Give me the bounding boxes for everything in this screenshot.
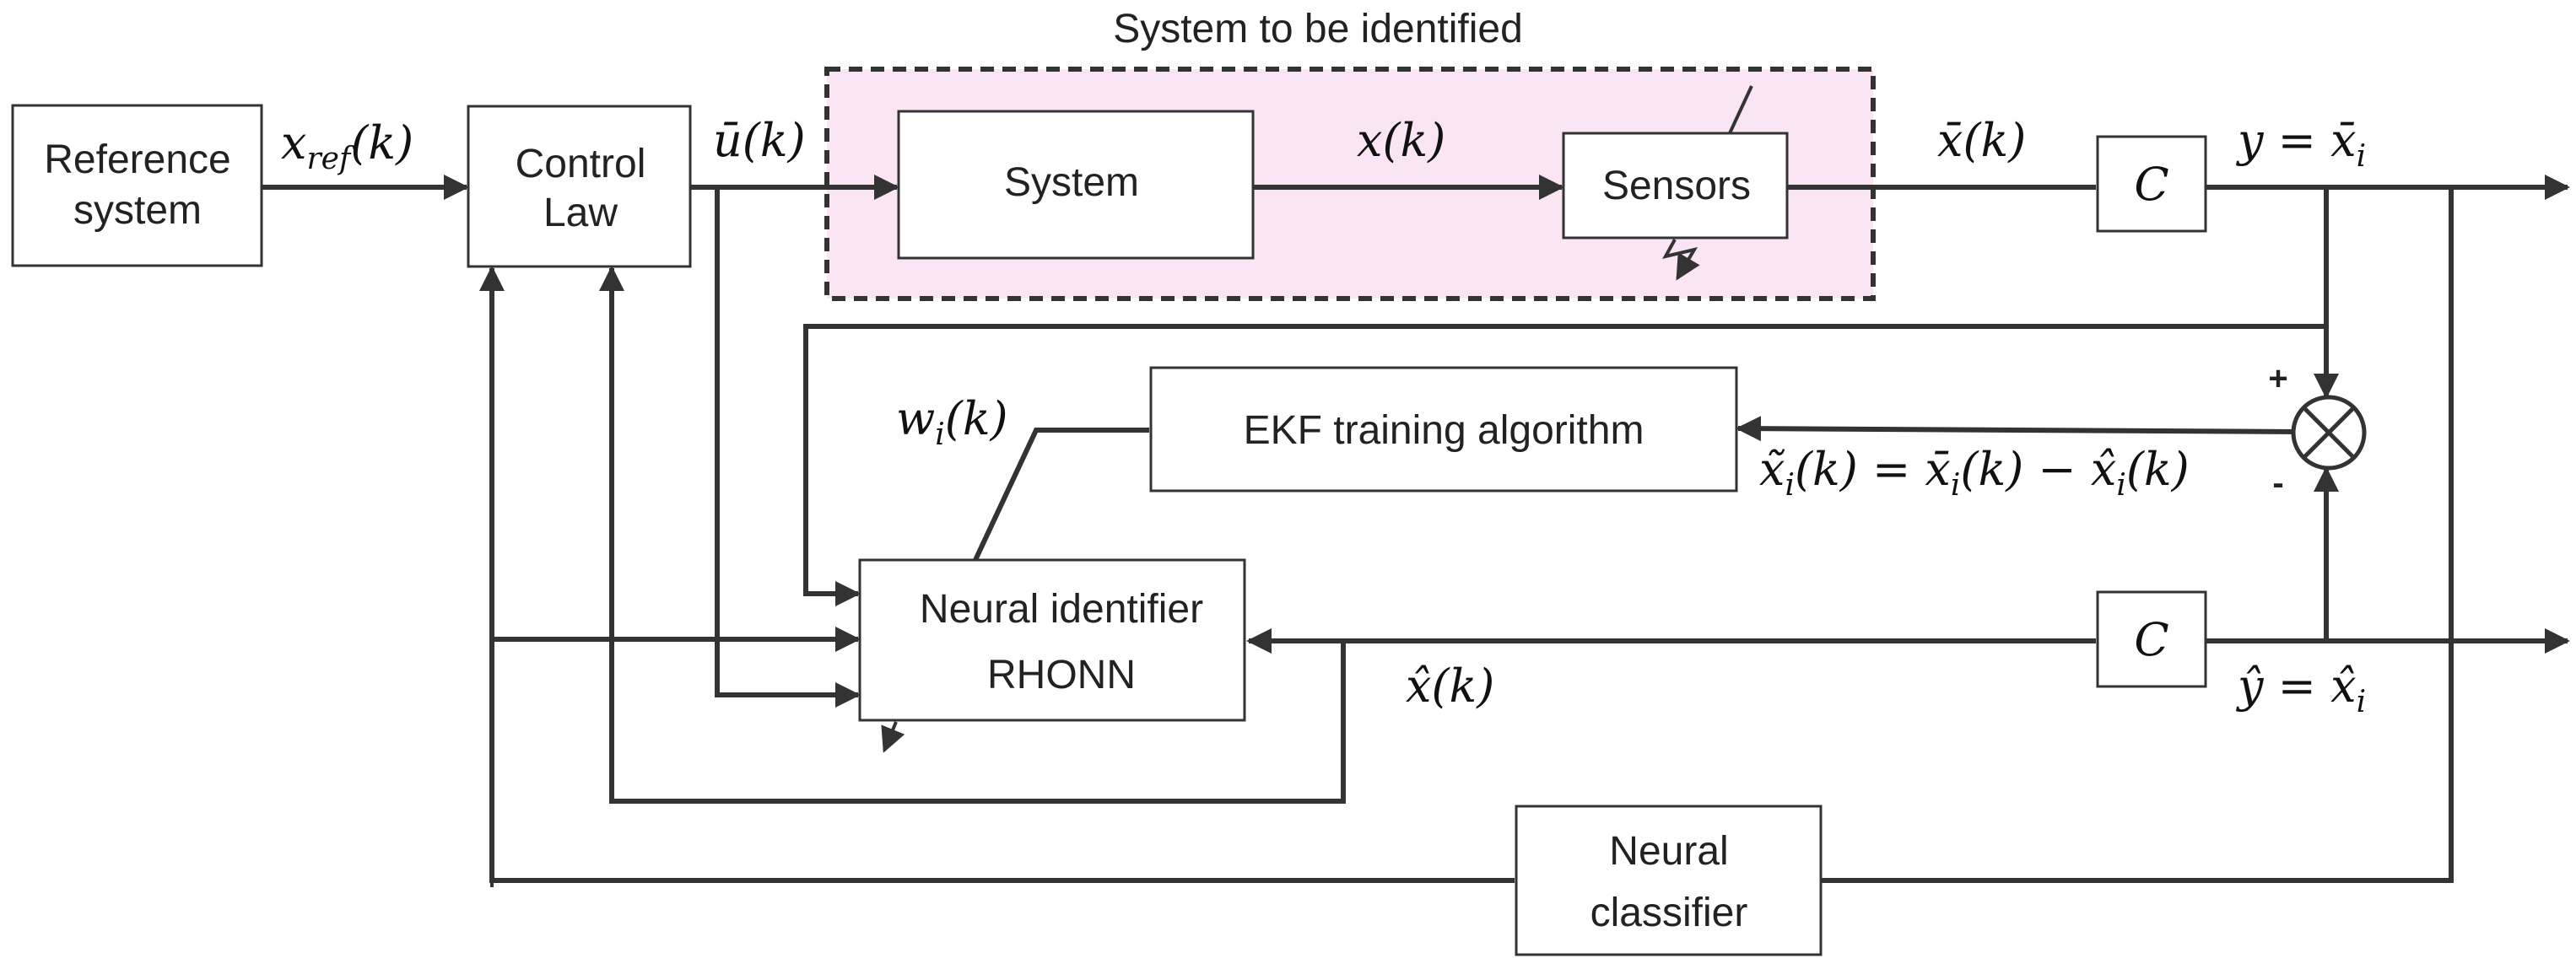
svg-text:Neural: Neural [1609,829,1728,874]
svg-text:classifier: classifier [1590,891,1748,935]
summer-plus-sign: + [2268,360,2287,397]
svg-text:System: System [1004,160,1139,205]
c-block-top: C [2096,135,2207,233]
neural-identifier-block: Neural identifier RHONN [858,558,1246,753]
ekf-block: EKF training algorithm [1149,366,1738,493]
wire-y-to-classifier [1821,187,2454,883]
signal-error-label: x̃i(k) = x̄i(k) − x̂i(k) [1759,443,2190,503]
signal-xbar-label: x̄(k) [1937,114,2026,167]
control-law-block: Control Law [467,105,692,268]
signal-y-label: y = x̄i [2236,114,2366,174]
signal-ubar-label: ū(k) [713,114,806,167]
system-block: System [897,110,1255,260]
wire-ubar-to-identifier [715,187,861,708]
sensor-fault-icon [1662,239,1700,281]
wire-xhat-to-control [599,266,1346,804]
signal-xref-label: xref(k) [281,116,413,176]
summing-junction: + - [2268,360,2367,502]
sensors-block: Sensors [1562,85,1789,281]
signal-x-label: x(k) [1357,114,1445,167]
svg-text:RHONN: RHONN [987,653,1136,697]
wire-weights [973,428,1149,562]
svg-text:system: system [73,188,202,233]
wire-error [1736,416,2296,442]
svg-text:Law: Law [543,191,618,235]
svg-text:Reference: Reference [44,137,230,182]
signal-wi-label: wi(k) [896,392,1008,452]
svg-text:C: C [2134,158,2168,211]
signal-wires [262,175,2570,887]
svg-text:Control: Control [516,142,646,186]
sensor-disturbance-line [1728,85,1753,134]
svg-text:EKF training algorithm: EKF training algorithm [1244,408,1644,453]
c-block-bottom: C [2096,590,2207,688]
svg-text:Sensors: Sensors [1602,164,1751,208]
identifier-inner-arrow [881,721,905,753]
reference-system-block: Reference system [11,104,263,267]
wire-y-to-identifier [803,324,2326,606]
identified-system-title: System to be identified [1113,7,1523,51]
summer-minus-sign: - [2272,465,2283,502]
svg-text:Neural identifier: Neural identifier [920,587,1203,632]
neural-classifier-block: Neural classifier [1515,805,1823,956]
signal-yhat-label: ŷ = x̂i [2236,659,2366,719]
signal-xhat-label: x̂(k) [1406,659,1494,713]
svg-text:C: C [2134,613,2168,666]
